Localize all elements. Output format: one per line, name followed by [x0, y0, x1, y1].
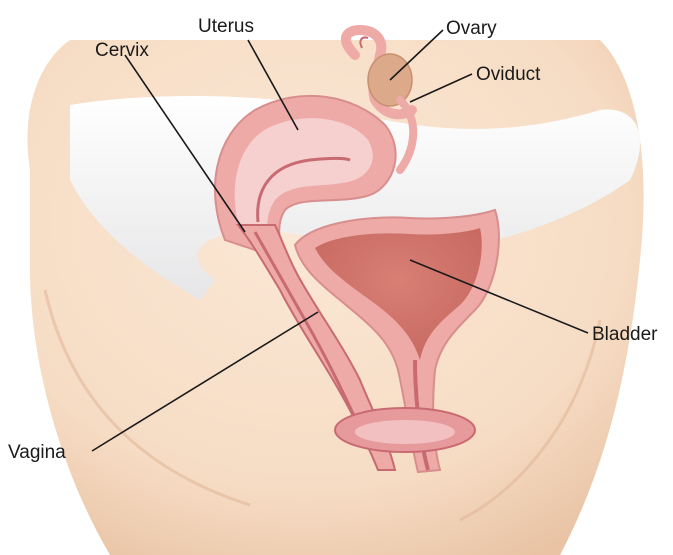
- cervix-label: Cervix: [95, 40, 149, 61]
- vagina-label: Vagina: [8, 442, 66, 463]
- oviduct-label: Oviduct: [476, 64, 541, 85]
- uterus-label: Uterus: [198, 16, 254, 37]
- bladder-label: Bladder: [592, 324, 658, 345]
- vulva-inner: [355, 420, 455, 444]
- ovary-label: Ovary: [446, 18, 497, 39]
